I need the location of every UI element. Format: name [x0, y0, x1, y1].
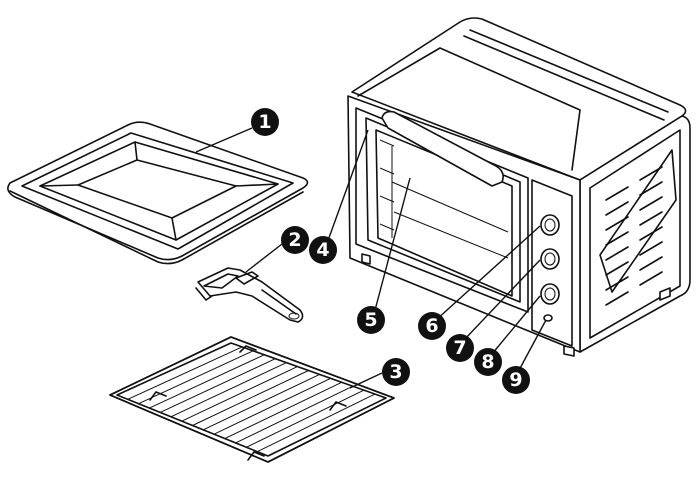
vent-slot: [605, 231, 629, 246]
vent-slot: [605, 261, 629, 276]
svg-text:8: 8: [481, 351, 494, 373]
baking-tray: [7, 121, 309, 265]
svg-text:5: 5: [364, 309, 377, 331]
rack-bar: [192, 370, 309, 426]
vent-slot: [639, 256, 663, 271]
callout-1: 1: [251, 108, 279, 136]
svg-text:9: 9: [509, 369, 522, 391]
leader-lines: [195, 127, 547, 389]
vent-slot: [639, 196, 663, 211]
vent-slot: [639, 226, 663, 241]
rack-bar: [256, 393, 376, 453]
vent-slot: [605, 246, 629, 261]
rack-bar: [246, 389, 365, 448]
rack-bar: [203, 373, 320, 431]
wire-rack: [109, 336, 395, 463]
toaster-oven: [347, 17, 691, 357]
callout-6: 6: [418, 312, 446, 340]
rack-bar: [149, 354, 265, 409]
svg-text:4: 4: [316, 239, 329, 261]
vent-slot: [639, 181, 663, 196]
vent-slot: [605, 216, 629, 231]
rack-bar: [224, 381, 342, 440]
callout-4: 4: [309, 236, 337, 264]
knob-bottom: [540, 283, 560, 305]
svg-text:3: 3: [389, 361, 402, 383]
callout-7: 7: [446, 334, 474, 362]
rack-bar: [170, 362, 287, 418]
vent-slot: [639, 166, 663, 181]
callout-3: 3: [382, 358, 410, 386]
svg-text:2: 2: [288, 229, 301, 251]
vent-slot: [639, 211, 663, 226]
callout-9: 9: [502, 366, 530, 394]
indicator-light: [543, 314, 553, 322]
tray-handle: [195, 267, 304, 323]
knob-middle: [540, 248, 560, 270]
callout-8: 8: [474, 348, 502, 376]
svg-text:1: 1: [258, 111, 271, 133]
knob-top: [540, 214, 560, 236]
callout-5: 5: [357, 306, 385, 334]
vent-slot: [605, 276, 629, 291]
vent-slot: [605, 291, 629, 306]
vent-slot: [605, 186, 629, 201]
rack-bar: [235, 385, 354, 444]
rack-bar: [127, 346, 243, 400]
vent-slot: [605, 201, 629, 216]
rack-bar: [138, 350, 254, 405]
svg-text:7: 7: [453, 337, 466, 359]
rack-bar: [213, 377, 331, 435]
vent-slot: [639, 241, 663, 256]
rack-bar: [159, 358, 276, 413]
vent-slot: [639, 271, 663, 286]
callout-2: 2: [281, 226, 309, 254]
rack-bar: [181, 366, 298, 422]
svg-text:6: 6: [425, 315, 438, 337]
